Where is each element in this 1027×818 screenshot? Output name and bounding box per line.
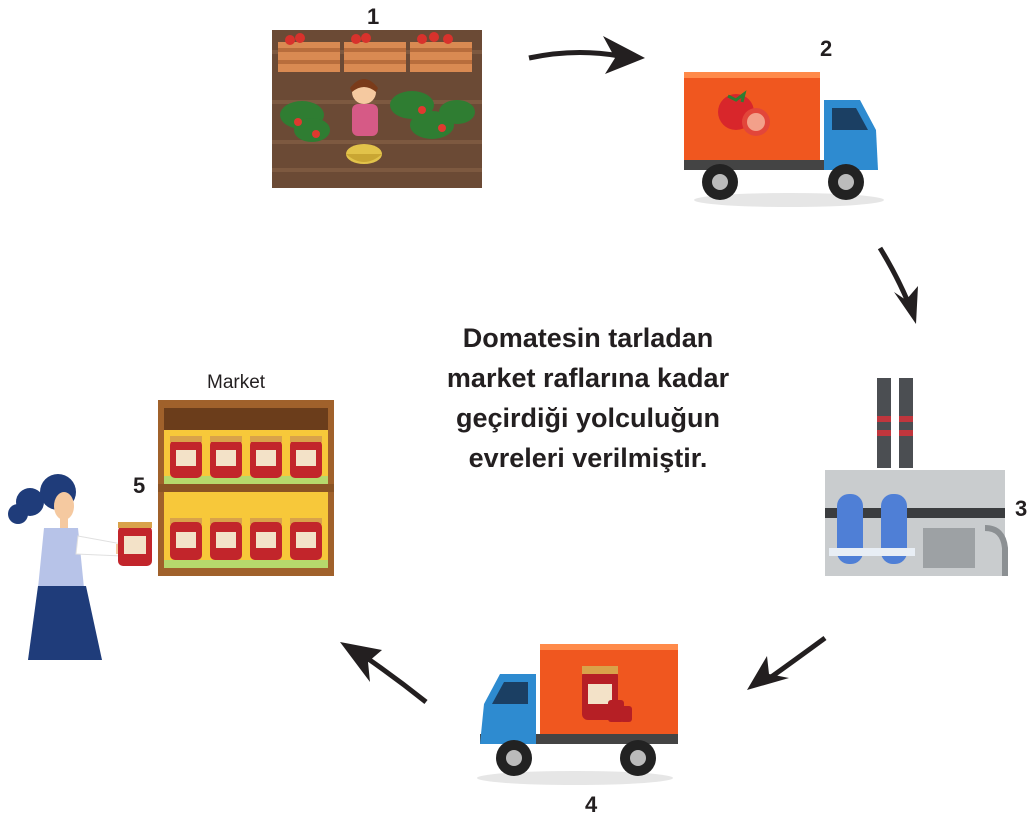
truck-cab [824, 100, 878, 170]
jar-truck [477, 644, 678, 785]
crate-2 [344, 42, 406, 72]
chimney [899, 378, 913, 468]
center-text-line-4: evreleri verilmiştir. [468, 443, 708, 473]
tank [881, 494, 907, 564]
woman-with-jar [8, 474, 152, 660]
arrow-3-to-4 [747, 635, 827, 690]
center-text-line-2: market raflarına kadar [446, 363, 730, 393]
market-label: Market [207, 372, 266, 393]
step-number-4: 4 [585, 792, 598, 817]
tomato-icon [718, 90, 770, 136]
center-text-line-3: geçirdiği yolculuğun [455, 403, 720, 433]
truck-wheel [702, 164, 738, 200]
truck-wheel [828, 164, 864, 200]
step-number-5: 5 [133, 473, 146, 498]
crate-3 [410, 42, 472, 72]
truck-wheel [496, 740, 532, 776]
market-shelf [158, 400, 334, 576]
farmer-girl [346, 79, 382, 164]
arrow-4-to-5 [340, 642, 428, 704]
center-text-line-1: Domatesin tarladan [462, 323, 714, 353]
crate-1 [278, 42, 340, 72]
truck-wheel [620, 740, 656, 776]
held-jar [118, 522, 152, 566]
arrow-2-to-3 [877, 246, 918, 324]
field-illustration [272, 30, 482, 188]
step-number-2: 2 [820, 36, 833, 61]
step-number-3: 3 [1015, 496, 1027, 521]
truck-cab [480, 674, 536, 744]
arrow-1-to-2 [528, 36, 645, 74]
center-description: Domatesin tarladan market raflarına kada… [398, 318, 778, 478]
factory-illustration [825, 378, 1008, 576]
tomato-truck [684, 72, 884, 207]
tank [837, 494, 863, 564]
chimney [877, 378, 891, 468]
step-number-1: 1 [367, 4, 380, 29]
